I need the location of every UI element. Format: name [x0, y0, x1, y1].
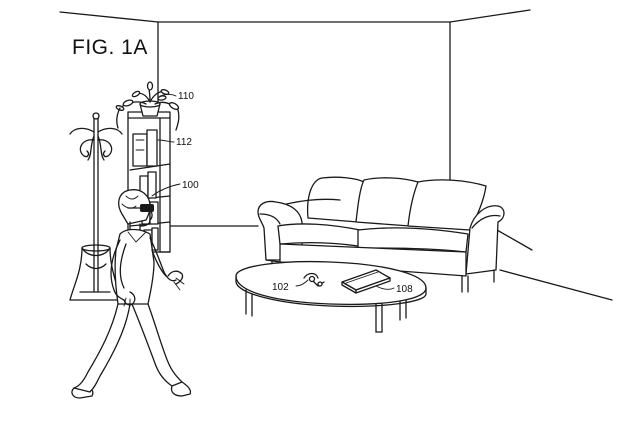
- room-walls: [59, 9, 613, 301]
- leader-lines: [151, 94, 395, 290]
- sofa: [257, 176, 505, 293]
- label-user-100: 100: [182, 180, 199, 191]
- coffee-table: [235, 260, 427, 333]
- label-device-102: 102: [272, 282, 289, 293]
- label-plant-110: 110: [178, 91, 194, 102]
- reference-numerals: 110 112 100 102 108: [176, 91, 413, 295]
- label-shelf-112: 112: [176, 137, 192, 148]
- plant: [115, 81, 180, 131]
- label-book-108: 108: [396, 284, 413, 295]
- figure-title: FIG. 1A: [72, 36, 148, 59]
- person-user: [71, 189, 192, 399]
- coat-rack: [69, 112, 123, 301]
